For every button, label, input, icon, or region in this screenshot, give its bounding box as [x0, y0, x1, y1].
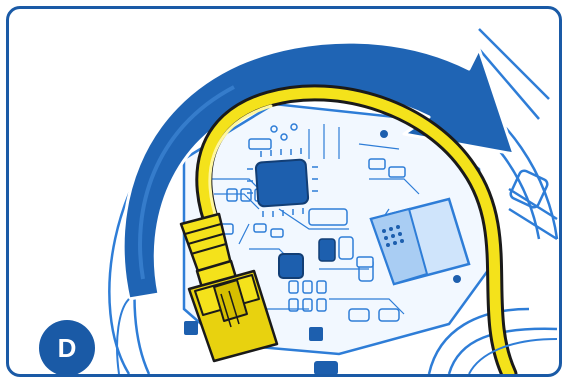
- installation-illustration: [9, 9, 559, 374]
- step-badge: D: [39, 320, 95, 376]
- illustration-frame: D: [6, 6, 562, 377]
